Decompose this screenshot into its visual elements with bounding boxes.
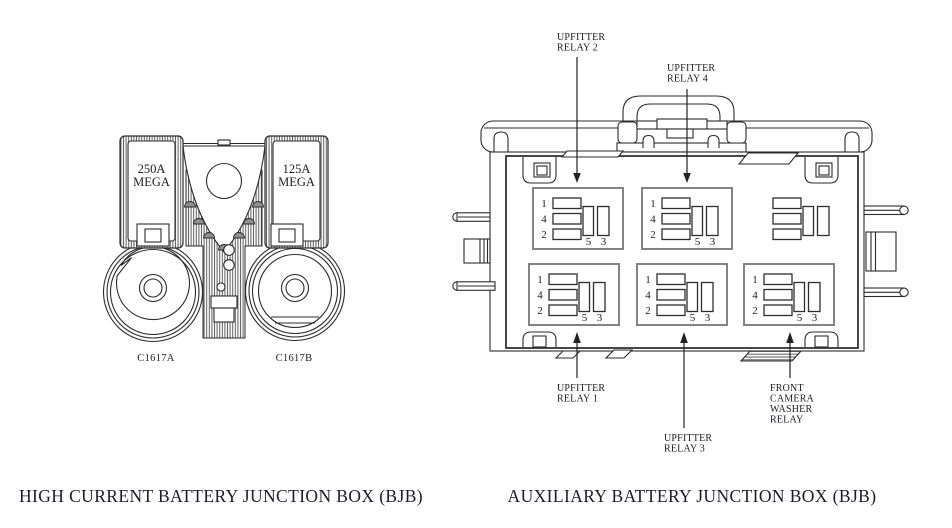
fuse-type: MEGA (278, 175, 315, 189)
top-notch (217, 139, 231, 146)
column-foot-block (213, 307, 235, 323)
column-hole (216, 282, 226, 292)
callout-line: RELAY 2 (557, 43, 598, 54)
callout-line: CAMERA (770, 394, 815, 405)
face-tab-bottom-left (522, 331, 557, 348)
callout-line: RELAY 4 (667, 74, 708, 85)
callout-line: UPFITTER (557, 32, 605, 43)
center-bore-circle (205, 162, 243, 200)
arrow-front-camera-washer-relay (786, 332, 794, 378)
relay-socket-upfitter-relay-4 (642, 188, 732, 249)
callout-line: UPFITTER (664, 433, 712, 444)
callout-line: RELAY 3 (664, 444, 705, 455)
top-sliver (560, 150, 625, 158)
callout-line: RELAY (770, 415, 803, 426)
corner-ear (844, 131, 860, 152)
column-hole (223, 244, 235, 256)
relay-socket-front-camera-washer-relay (744, 264, 834, 325)
face-tab-top-left (522, 157, 557, 184)
label-c1617a: C1617A (137, 353, 175, 364)
column-hole (223, 259, 235, 271)
arrow-upfitter-relay-3 (680, 332, 688, 428)
left-diagram-title: HIGH CURRENT BATTERY JUNCTION BOX (BJB) (19, 486, 423, 506)
callout-line: WASHER (770, 404, 812, 415)
arrow-upfitter-relay-1 (573, 332, 581, 378)
relay-socket-upfitter-relay-3 (637, 264, 727, 325)
fuse-clip-inner (144, 228, 162, 243)
top-angled-tab (737, 152, 800, 165)
arrow-upfitter-relay-2 (573, 57, 581, 183)
callout-line: UPFITTER (667, 63, 715, 74)
fuse-rating: 125A (283, 162, 311, 176)
terminal-c1617a (102, 241, 204, 343)
bottom-hatched-tab (739, 350, 803, 362)
face-tab-bottom-right (804, 331, 839, 348)
callout-line: UPFITTER (557, 383, 605, 394)
right-side-pins (863, 205, 909, 298)
arrow-upfitter-relay-4 (683, 89, 691, 183)
bottom-sliver (604, 349, 634, 359)
label-c1617b: C1617B (276, 353, 313, 364)
terminal-c1617b (244, 240, 346, 342)
relay-socket-upfitter-relay-2 (533, 188, 623, 249)
fuse-rating: 250A (138, 162, 166, 176)
column-foot-block (210, 295, 238, 309)
handle-arch (622, 95, 735, 133)
relay-socket-upfitter-relay-1 (529, 264, 619, 325)
callout-line: RELAY 1 (557, 394, 598, 405)
bottom-sliver (554, 350, 582, 359)
latch-assembly (616, 118, 747, 153)
box-face (505, 155, 859, 349)
callout-line: FRONT (770, 383, 804, 394)
fuse-type: MEGA (133, 175, 170, 189)
right-diagram-title: AUXILIARY BATTERY JUNCTION BOX (BJB) (508, 486, 877, 506)
corner-ear (493, 131, 509, 152)
fuse-clip-inner (278, 228, 296, 243)
left-side-pins (452, 212, 496, 291)
face-tab-top-right (804, 157, 839, 184)
